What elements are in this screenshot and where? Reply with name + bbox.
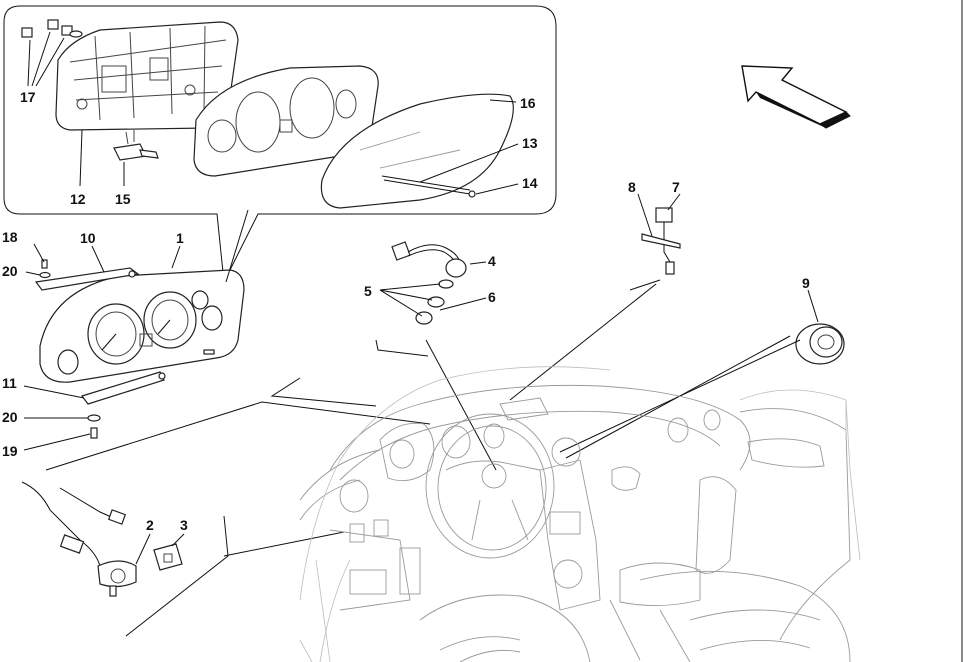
cluster-lens-glass bbox=[320, 93, 514, 209]
callout-13: 13 bbox=[522, 135, 538, 151]
round-vent-clock bbox=[795, 289, 845, 365]
callout-9: 9 bbox=[802, 275, 810, 291]
callout-19: 19 bbox=[2, 443, 18, 459]
cluster-to-detail-leader bbox=[225, 209, 249, 283]
cluster-leaders bbox=[23, 243, 181, 451]
car-interior-outline bbox=[45, 209, 861, 662]
cluster-bezel bbox=[193, 65, 379, 177]
callout-20-upper: 20 bbox=[2, 263, 18, 279]
callout-2: 2 bbox=[146, 517, 154, 533]
callout-11: 11 bbox=[2, 375, 17, 391]
upper-bracket bbox=[34, 267, 140, 291]
callout-10: 10 bbox=[80, 230, 96, 246]
callout-4: 4 bbox=[488, 253, 496, 269]
callout-6: 6 bbox=[488, 289, 496, 305]
instrument-cluster bbox=[39, 269, 245, 383]
light-switches bbox=[21, 481, 185, 597]
direction-arrow-icon bbox=[741, 65, 851, 129]
callout-8: 8 bbox=[628, 179, 636, 195]
callout-15: 15 bbox=[115, 191, 131, 207]
callout-17: 17 bbox=[20, 89, 36, 105]
callout-14: 14 bbox=[522, 175, 538, 191]
callout-16: 16 bbox=[520, 95, 536, 111]
trip-reset-switch bbox=[113, 130, 159, 161]
detail-box bbox=[3, 5, 557, 284]
callout-18: 18 bbox=[2, 229, 18, 245]
lower-bracket bbox=[81, 371, 166, 405]
callout-labels: 17 12 15 16 13 14 18 10 1 20 11 20 19 4 … bbox=[2, 89, 810, 533]
adjust-pin bbox=[381, 175, 476, 198]
ignition-harness bbox=[379, 241, 487, 325]
callout-3: 3 bbox=[180, 517, 188, 533]
callout-12: 12 bbox=[70, 191, 86, 207]
bulb-holders bbox=[21, 19, 83, 38]
callout-20-lower: 20 bbox=[2, 409, 18, 425]
callout-1: 1 bbox=[176, 230, 184, 246]
callout-5: 5 bbox=[364, 283, 372, 299]
sensor-assembly bbox=[637, 193, 681, 275]
callout-7: 7 bbox=[672, 179, 680, 195]
detail-leaders bbox=[27, 31, 519, 195]
